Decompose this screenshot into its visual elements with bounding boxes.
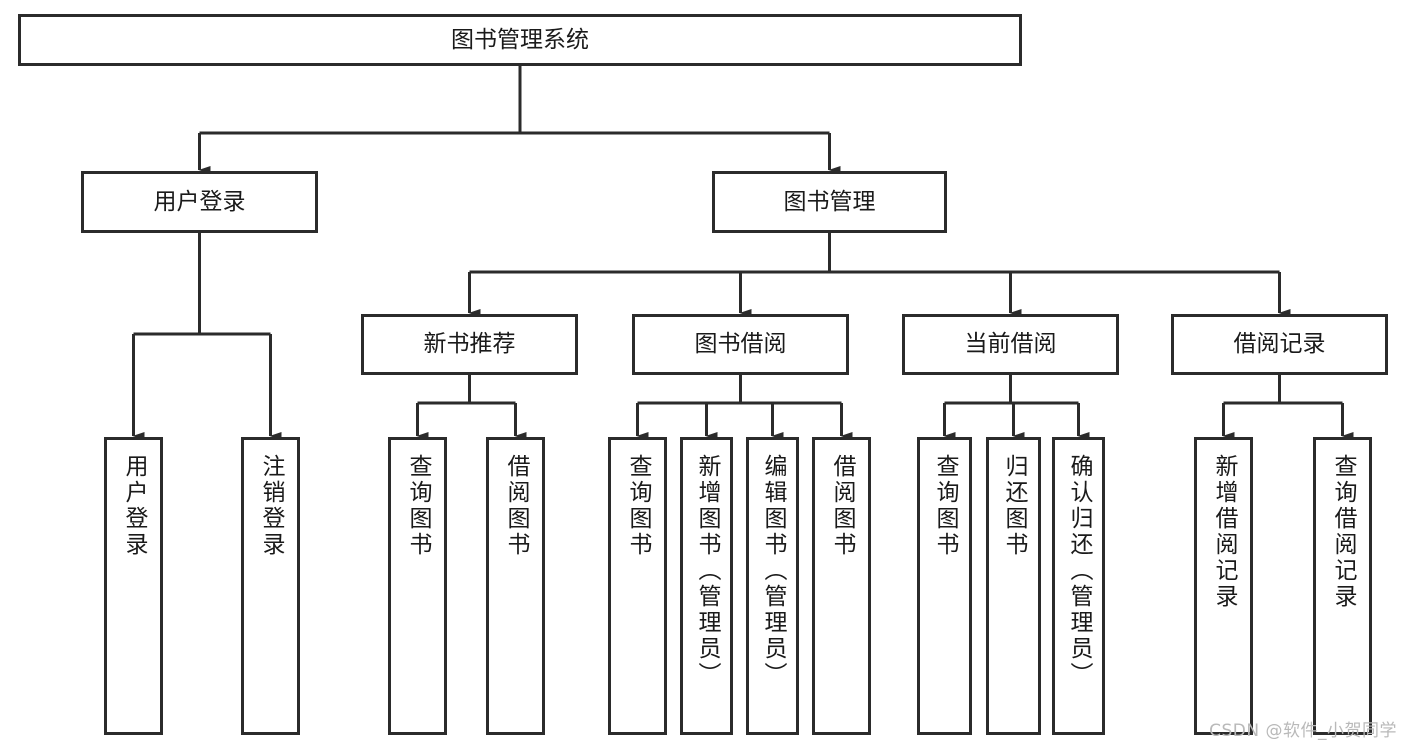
node-book-borrow-label: 图书借阅 xyxy=(694,331,787,358)
leaf-query-book-rec-label: 查询图书 xyxy=(405,454,431,558)
node-user-login[interactable]: 用户登录 xyxy=(81,171,318,233)
node-book-borrow[interactable]: 图书借阅 xyxy=(632,314,849,375)
leaf-logout-login-label: 注销登录 xyxy=(258,454,284,558)
leaf-borrow-book[interactable]: 借阅图书 xyxy=(812,437,871,735)
node-borrow-record-label: 借阅记录 xyxy=(1233,331,1326,358)
leaf-add-borrow-record[interactable]: 新增借阅记录 xyxy=(1194,437,1253,735)
leaf-query-borrow-record[interactable]: 查询借阅记录 xyxy=(1313,437,1372,735)
leaf-return-book[interactable]: 归还图书 xyxy=(986,437,1041,735)
leaf-borrow-book-rec-label: 借阅图书 xyxy=(503,454,529,558)
leaf-logout-login[interactable]: 注销登录 xyxy=(241,437,300,735)
leaf-edit-book[interactable]: 编辑图书（管理员） xyxy=(746,437,799,735)
node-new-book-recommend-label: 新书推荐 xyxy=(423,331,516,358)
leaf-confirm-return[interactable]: 确认归还（管理员） xyxy=(1052,437,1105,735)
leaf-confirm-return-label: 确认归还（管理员） xyxy=(1066,454,1092,688)
leaf-query-book-current-label: 查询图书 xyxy=(932,454,958,558)
node-user-login-label: 用户登录 xyxy=(153,188,246,215)
node-new-book-recommend[interactable]: 新书推荐 xyxy=(361,314,578,375)
leaf-return-book-label: 归还图书 xyxy=(1001,454,1027,558)
node-book-manage[interactable]: 图书管理 xyxy=(712,171,947,233)
leaf-query-book-borrow[interactable]: 查询图书 xyxy=(608,437,667,735)
leaf-add-borrow-record-label: 新增借阅记录 xyxy=(1211,454,1237,610)
node-borrow-record[interactable]: 借阅记录 xyxy=(1171,314,1388,375)
leaf-add-book-label: 新增图书（管理员） xyxy=(694,454,720,688)
leaf-user-login-label: 用户登录 xyxy=(121,454,147,558)
node-book-manage-label: 图书管理 xyxy=(783,188,876,215)
leaf-user-login[interactable]: 用户登录 xyxy=(104,437,163,735)
node-root[interactable]: 图书管理系统 xyxy=(18,14,1022,66)
leaf-borrow-book-label: 借阅图书 xyxy=(829,454,855,558)
leaf-borrow-book-rec[interactable]: 借阅图书 xyxy=(486,437,545,735)
node-current-borrow-label: 当前借阅 xyxy=(964,331,1057,358)
leaf-query-borrow-record-label: 查询借阅记录 xyxy=(1330,454,1356,610)
leaf-edit-book-label: 编辑图书（管理员） xyxy=(760,454,786,688)
node-current-borrow[interactable]: 当前借阅 xyxy=(902,314,1119,375)
leaf-query-book-rec[interactable]: 查询图书 xyxy=(388,437,447,735)
leaf-query-book-borrow-label: 查询图书 xyxy=(625,454,651,558)
leaf-add-book[interactable]: 新增图书（管理员） xyxy=(680,437,733,735)
csdn-watermark: CSDN @软件_小贺同学 xyxy=(1209,721,1397,741)
node-root-label: 图书管理系统 xyxy=(451,26,589,53)
leaf-query-book-current[interactable]: 查询图书 xyxy=(917,437,972,735)
